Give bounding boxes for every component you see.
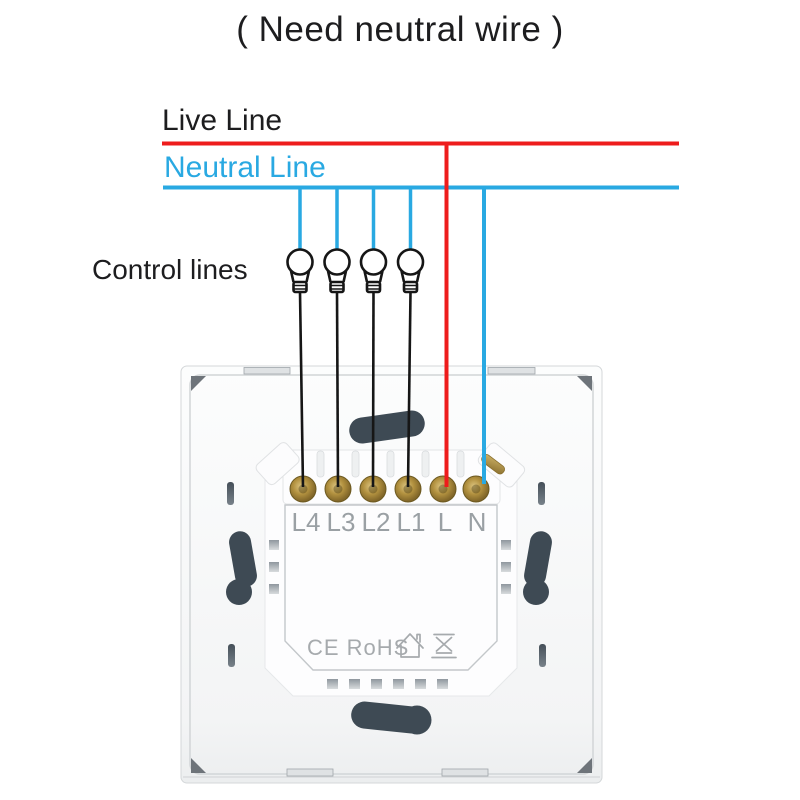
light-bulb — [359, 248, 388, 294]
control-lines-label: Control lines — [92, 254, 248, 285]
terminal-label: L4 — [292, 507, 321, 537]
plate-corner-wedge — [191, 376, 206, 391]
plate-corner-wedge — [191, 758, 206, 773]
side-slot — [539, 644, 546, 667]
screw-slot — [298, 484, 308, 494]
vent — [393, 679, 404, 689]
vent — [415, 679, 426, 689]
mounting-keyhole — [523, 531, 552, 605]
plate-inner-border — [189, 374, 594, 775]
light-bulb — [286, 248, 314, 294]
terminal-divider — [351, 450, 360, 478]
side-slot — [228, 644, 235, 667]
light-bulbs — [286, 248, 425, 294]
terminal-screws — [289, 475, 490, 503]
control-wire — [406, 291, 412, 488]
vent — [437, 679, 448, 689]
plate-moulding-mark — [487, 367, 536, 375]
vent — [269, 540, 279, 550]
vent — [501, 540, 511, 550]
vent — [269, 584, 279, 594]
mounting-slot-top — [349, 410, 425, 444]
light-bulb — [323, 248, 351, 294]
neutral-line-label: Neutral Line — [164, 151, 326, 184]
mounting-slot-bottom — [351, 701, 432, 735]
screw-slot — [333, 484, 343, 494]
plate-latch-tab — [286, 768, 334, 777]
module-etched-outline — [284, 504, 498, 671]
terminal-label: L3 — [327, 507, 356, 537]
terminal-divider — [316, 450, 325, 478]
terminal-divider — [386, 450, 395, 478]
vent — [349, 679, 360, 689]
terminal-label: N — [468, 507, 487, 537]
vent — [501, 584, 511, 594]
vent — [269, 562, 279, 572]
plate-corner-wedge — [577, 376, 592, 391]
control-wire — [335, 291, 340, 488]
side-slot — [538, 482, 545, 505]
terminal-label: L1 — [397, 507, 426, 537]
control-wire — [371, 291, 375, 488]
control-wire — [298, 291, 305, 488]
light-bulb — [396, 248, 425, 294]
weee-crossed-bin-icon — [431, 633, 457, 659]
plate-latch-tab — [441, 768, 489, 777]
terminal-divider — [456, 450, 465, 478]
vent — [327, 679, 338, 689]
wiring — [162, 141, 679, 488]
terminal-divider — [421, 450, 430, 478]
screw-slot — [403, 484, 413, 494]
plate-corner-wedge — [577, 758, 592, 773]
vent — [371, 679, 382, 689]
side-slot — [227, 482, 234, 505]
terminal-label: L2 — [362, 507, 391, 537]
vent — [501, 562, 511, 572]
house-icon — [396, 633, 424, 658]
screw-slot — [471, 484, 481, 494]
plate-moulding-mark — [243, 367, 291, 375]
terminal-label: L — [438, 507, 452, 537]
switch-device: L4 L3 L2 L1 L N CE RoHS — [180, 365, 603, 784]
vent-holes — [269, 540, 511, 689]
mounting-keyhole — [226, 531, 257, 605]
screw-slot — [368, 484, 378, 494]
diagram-title: ( Need neutral wire ) — [236, 10, 564, 49]
certification-text: CE RoHS — [307, 635, 409, 660]
terminal-corner-piece — [255, 442, 300, 486]
live-line-label: Live Line — [162, 104, 282, 137]
terminal-screw — [429, 475, 457, 503]
